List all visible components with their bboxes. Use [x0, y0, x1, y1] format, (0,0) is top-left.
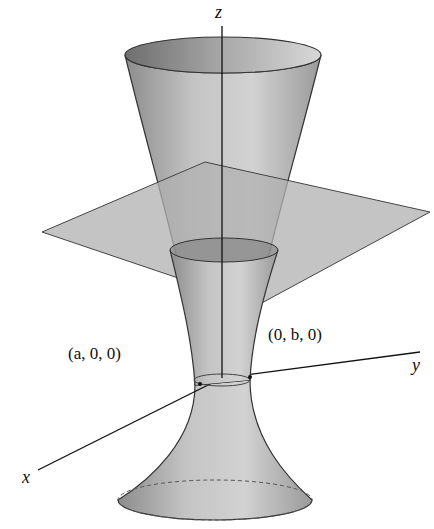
axis-label: y — [412, 356, 420, 376]
axis-label: z — [215, 3, 222, 23]
point-label: (0, b, 0) — [268, 326, 322, 345]
point-label: (a, 0, 0) — [68, 345, 121, 364]
x-axis — [38, 378, 222, 470]
bottom-rim-back — [118, 480, 312, 520]
point-b — [248, 375, 252, 379]
point-a — [198, 382, 202, 386]
surface-below-plane — [170, 250, 278, 385]
top-rim — [125, 37, 321, 73]
axis-label: x — [22, 468, 30, 488]
surface-silhouette — [170, 250, 278, 385]
z-axis — [221, 26, 222, 378]
surface-lower — [118, 380, 312, 520]
section-band — [170, 238, 278, 262]
